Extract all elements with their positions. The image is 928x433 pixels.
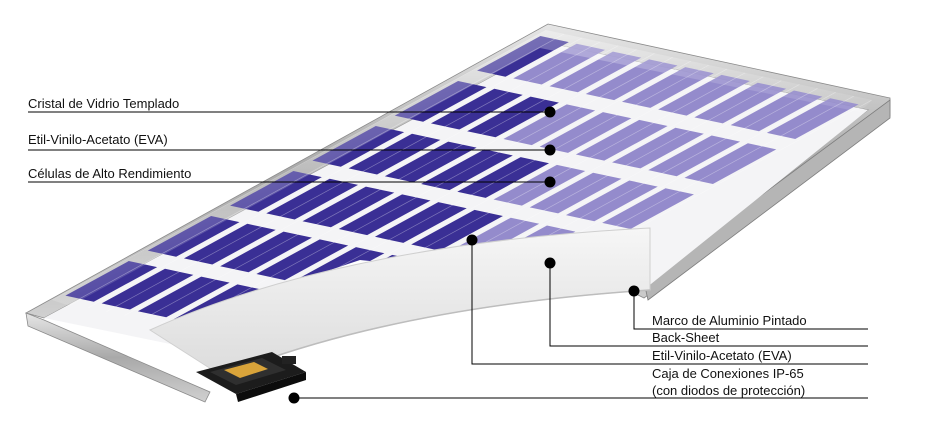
- solar-cell: [256, 239, 349, 281]
- solar-cell: [575, 119, 668, 161]
- solar-cell: [302, 186, 395, 228]
- solar-cell: [684, 143, 777, 184]
- dot-marco: [628, 285, 640, 297]
- leader-lines: [28, 111, 868, 399]
- solar-cell: [648, 135, 741, 177]
- label-cristal-vidrio: Cristal de Vidrio Templado: [28, 96, 180, 111]
- solar-cell: [411, 209, 503, 251]
- solar-cell: [374, 202, 467, 243]
- label-caja-diodos: (con diodos de protección): [652, 383, 806, 398]
- solar-cell: [612, 127, 704, 169]
- label-eva-top: Etil-Vinilo-Acetato (EVA): [28, 132, 168, 147]
- solar-cell: [384, 141, 477, 183]
- dot-cristal: [544, 106, 556, 118]
- solar-cell: [493, 164, 586, 206]
- cell-busbar: [88, 37, 583, 309]
- tempered-glass: [52, 30, 872, 306]
- solar-cell: [539, 112, 632, 153]
- solar-cell: [266, 178, 359, 220]
- solar-cell: [220, 231, 312, 273]
- cell-busbar: [106, 41, 601, 312]
- callout-dots: [288, 106, 640, 404]
- solar-cell: [137, 276, 230, 318]
- solar-cell: [503, 104, 596, 146]
- solar-cell: [348, 133, 441, 175]
- dot-celulas: [544, 176, 556, 188]
- dot-eva-top: [544, 144, 556, 156]
- solar-cell: [602, 188, 694, 229]
- solar-cell: [101, 268, 194, 310]
- solar-cell: [565, 180, 658, 222]
- solar-cell: [338, 194, 431, 236]
- dot-eva-bottom: [466, 234, 478, 246]
- label-caja-conexiones: Caja de Conexiones IP-65: [652, 366, 804, 381]
- solar-cell: [430, 88, 523, 130]
- dot-caja: [288, 392, 300, 404]
- label-celulas: Células de Alto Rendimiento: [28, 166, 192, 181]
- solar-cell: [766, 98, 859, 139]
- cell-busbar: [142, 49, 637, 320]
- solar-cell: [183, 223, 276, 265]
- solar-cell: [421, 149, 513, 191]
- label-eva-bottom: Etil-Vinilo-Acetato (EVA): [652, 348, 792, 363]
- cell-busbar: [124, 45, 619, 316]
- junction-box: [196, 352, 306, 402]
- cell-busbar: [178, 56, 673, 328]
- solar-cell: [529, 172, 622, 214]
- label-back-sheet: Back-Sheet: [652, 330, 720, 345]
- label-marco-aluminio: Marco de Aluminio Pintado: [652, 313, 807, 328]
- cell-busbar: [160, 53, 655, 324]
- solar-cell: [730, 90, 823, 132]
- solar-cell: [457, 157, 550, 198]
- solar-cell: [694, 82, 787, 124]
- dot-back-sheet: [544, 257, 556, 269]
- solar-cell: [467, 96, 559, 138]
